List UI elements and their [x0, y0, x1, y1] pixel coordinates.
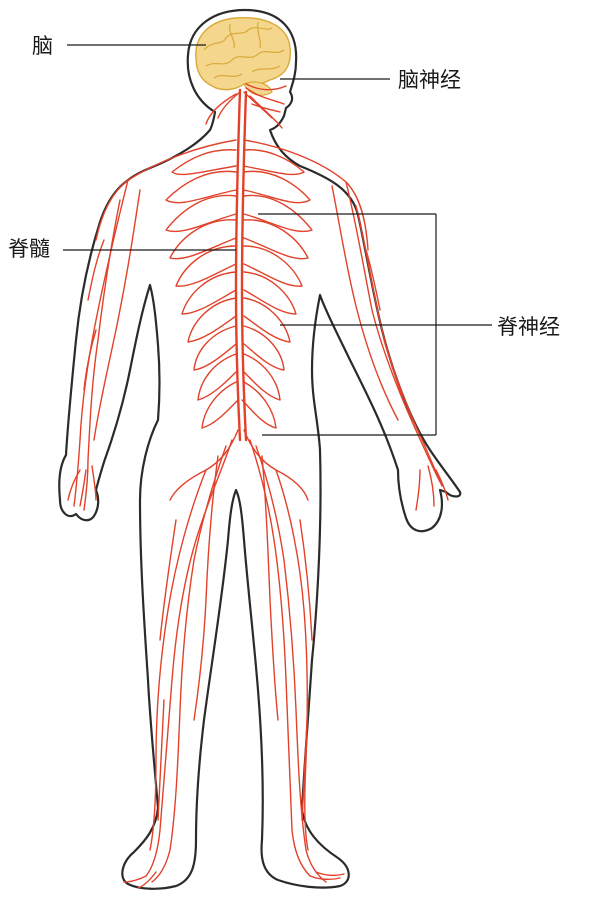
label-spinal-cord: 脊髓: [8, 239, 50, 260]
label-brain: 脑: [32, 36, 53, 57]
label-spinal-nerves: 脊神经: [497, 317, 560, 338]
body-outline: [59, 10, 460, 889]
label-cranial-nerves: 脑神经: [398, 70, 461, 91]
